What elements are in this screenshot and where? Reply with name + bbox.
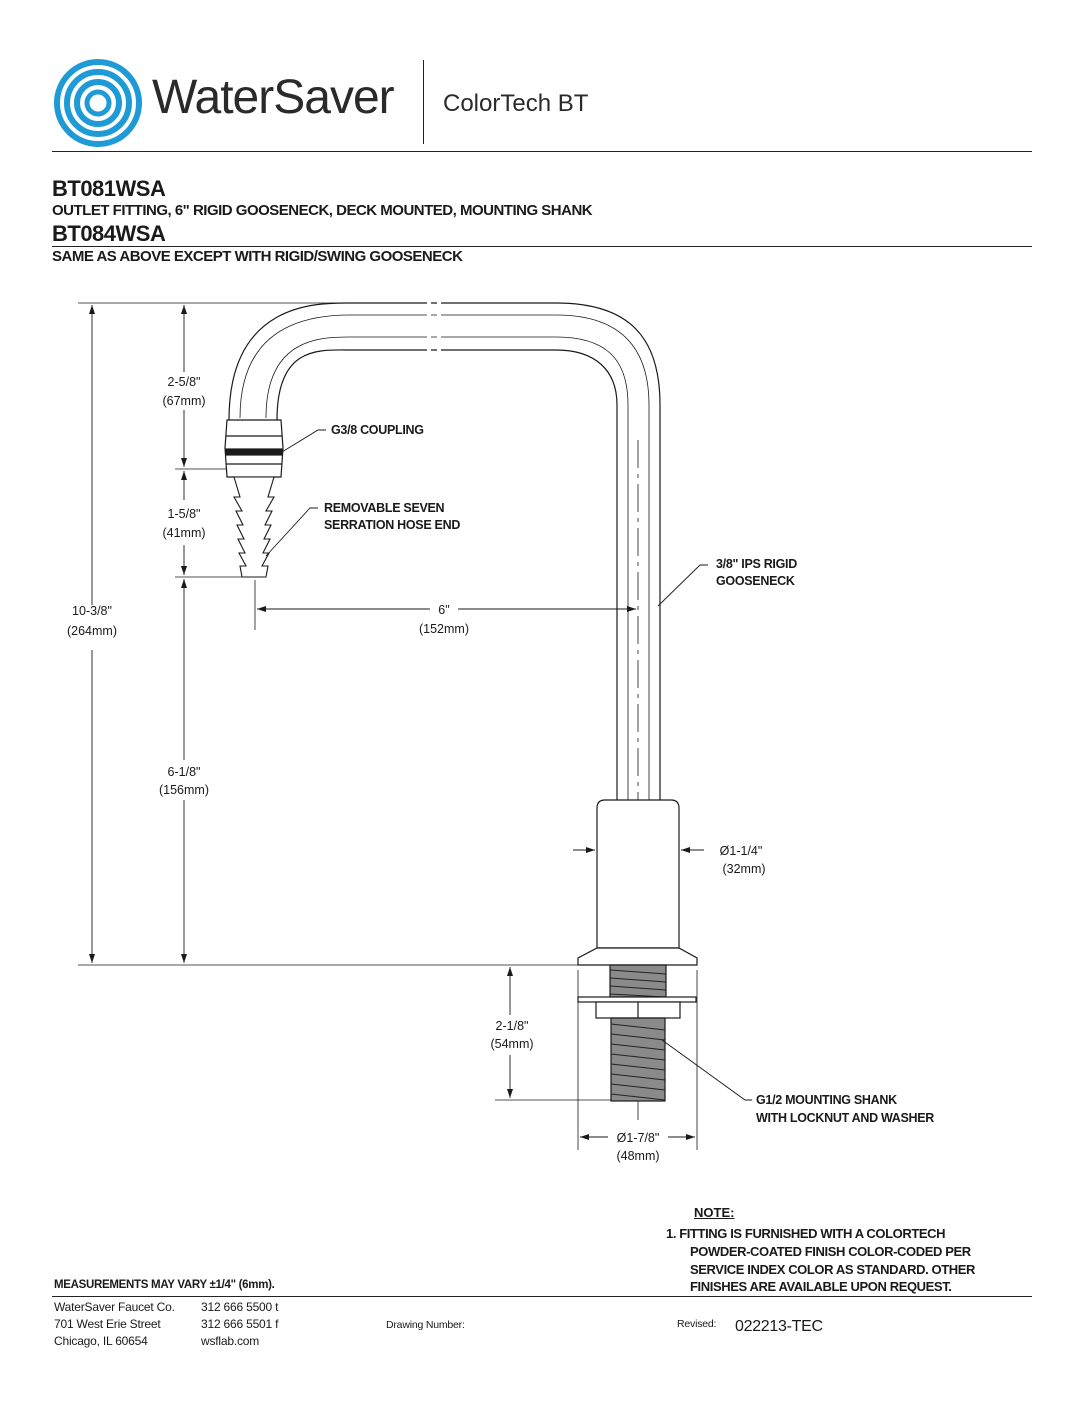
dim-flange-diameter: Ø1-7/8": [617, 1131, 660, 1145]
website-link[interactable]: wsflab.com: [201, 1334, 260, 1348]
dim-overall-height: 10-3/8": [72, 604, 112, 618]
revised-label: Revised:: [677, 1318, 717, 1330]
mounting-shank: [577, 964, 697, 1102]
callout-gooseneck-line2: GOOSENECK: [716, 574, 795, 588]
gooseneck: [228, 302, 661, 800]
body: [577, 799, 698, 966]
dim-flange-diameter-mm: (48mm): [616, 1149, 659, 1163]
fax-number: 312 666 5501 f: [201, 1317, 279, 1331]
dim-reach: 6": [438, 603, 449, 617]
company-city: Chicago, IL 60654: [54, 1334, 148, 1348]
brand-name: WaterSaver: [152, 71, 395, 124]
dim-shank-length-mm: (54mm): [490, 1037, 533, 1051]
dimension-lines: [89, 305, 704, 1140]
dim-hose-end-height: 1-5/8": [168, 507, 201, 521]
model-description-1: OUTLET FITTING, 6" RIGID GOOSENECK, DECK…: [52, 202, 593, 219]
drawing-number-label: Drawing Number:: [386, 1319, 465, 1331]
dim-hose-end-height-mm: (41mm): [162, 526, 205, 540]
series-name: ColorTech BT: [443, 90, 589, 117]
dim-shank-length: 2-1/8": [496, 1019, 529, 1033]
measurement-note: MEASUREMENTS MAY VARY ±1/4" (6mm).: [54, 1279, 275, 1291]
callout-hose-end-line1: REMOVABLE SEVEN: [324, 501, 445, 515]
extension-lines: [78, 302, 698, 1150]
gooseneck-break: [427, 300, 441, 353]
revised-value: 022213-TEC: [735, 1318, 823, 1335]
note-line-2: POWDER-COATED FINISH COLOR-CODED PER: [690, 1244, 971, 1259]
callout-gooseneck-line1: 3/8" IPS RIGID: [716, 557, 797, 571]
note-line-4: FINISHES ARE AVAILABLE UPON REQUEST.: [690, 1279, 952, 1294]
callout-shank-line1: G1/2 MOUNTING SHANK: [756, 1093, 897, 1107]
callout-hose-end-line2: SERRATION HOSE END: [324, 518, 460, 532]
dim-body-diameter: Ø1-1/4": [720, 844, 763, 858]
phone-number: 312 666 5500 t: [201, 1300, 279, 1314]
footer-rule: [52, 1296, 1032, 1297]
callout-coupling: G3/8 COUPLING: [331, 423, 424, 437]
note-line-1: 1. FITTING IS FURNISHED WITH A COLORTECH: [666, 1226, 946, 1241]
model-description-2: SAME AS ABOVE EXCEPT WITH RIGID/SWING GO…: [52, 248, 463, 265]
coupling: [224, 419, 284, 478]
company-name: WaterSaver Faucet Co.: [54, 1300, 175, 1314]
note-line-3: SERVICE INDEX COLOR AS STANDARD. OTHER: [690, 1262, 976, 1277]
dim-reach-mm: (152mm): [419, 622, 469, 636]
header-divider: [423, 60, 424, 144]
dim-outlet-height: 6-1/8": [168, 765, 201, 779]
model-number-1: BT081WSA: [52, 176, 166, 201]
dim-coupling-height: 2-5/8": [168, 375, 201, 389]
dim-body-diameter-mm: (32mm): [722, 862, 765, 876]
dim-overall-height-mm: (264mm): [67, 624, 117, 638]
dim-coupling-height-mm: (67mm): [162, 394, 205, 408]
logo-mark: [54, 59, 142, 147]
note-title: NOTE:: [694, 1205, 735, 1220]
title-rule: [52, 246, 1032, 247]
header-rule: [52, 151, 1032, 152]
leader-lines: [265, 429, 752, 1101]
company-street: 701 West Erie Street: [54, 1317, 161, 1331]
callout-shank-line2: WITH LOCKNUT AND WASHER: [756, 1111, 934, 1125]
hose-end: [233, 476, 275, 578]
dim-outlet-height-mm: (156mm): [159, 783, 209, 797]
model-number-2: BT084WSA: [52, 221, 166, 246]
